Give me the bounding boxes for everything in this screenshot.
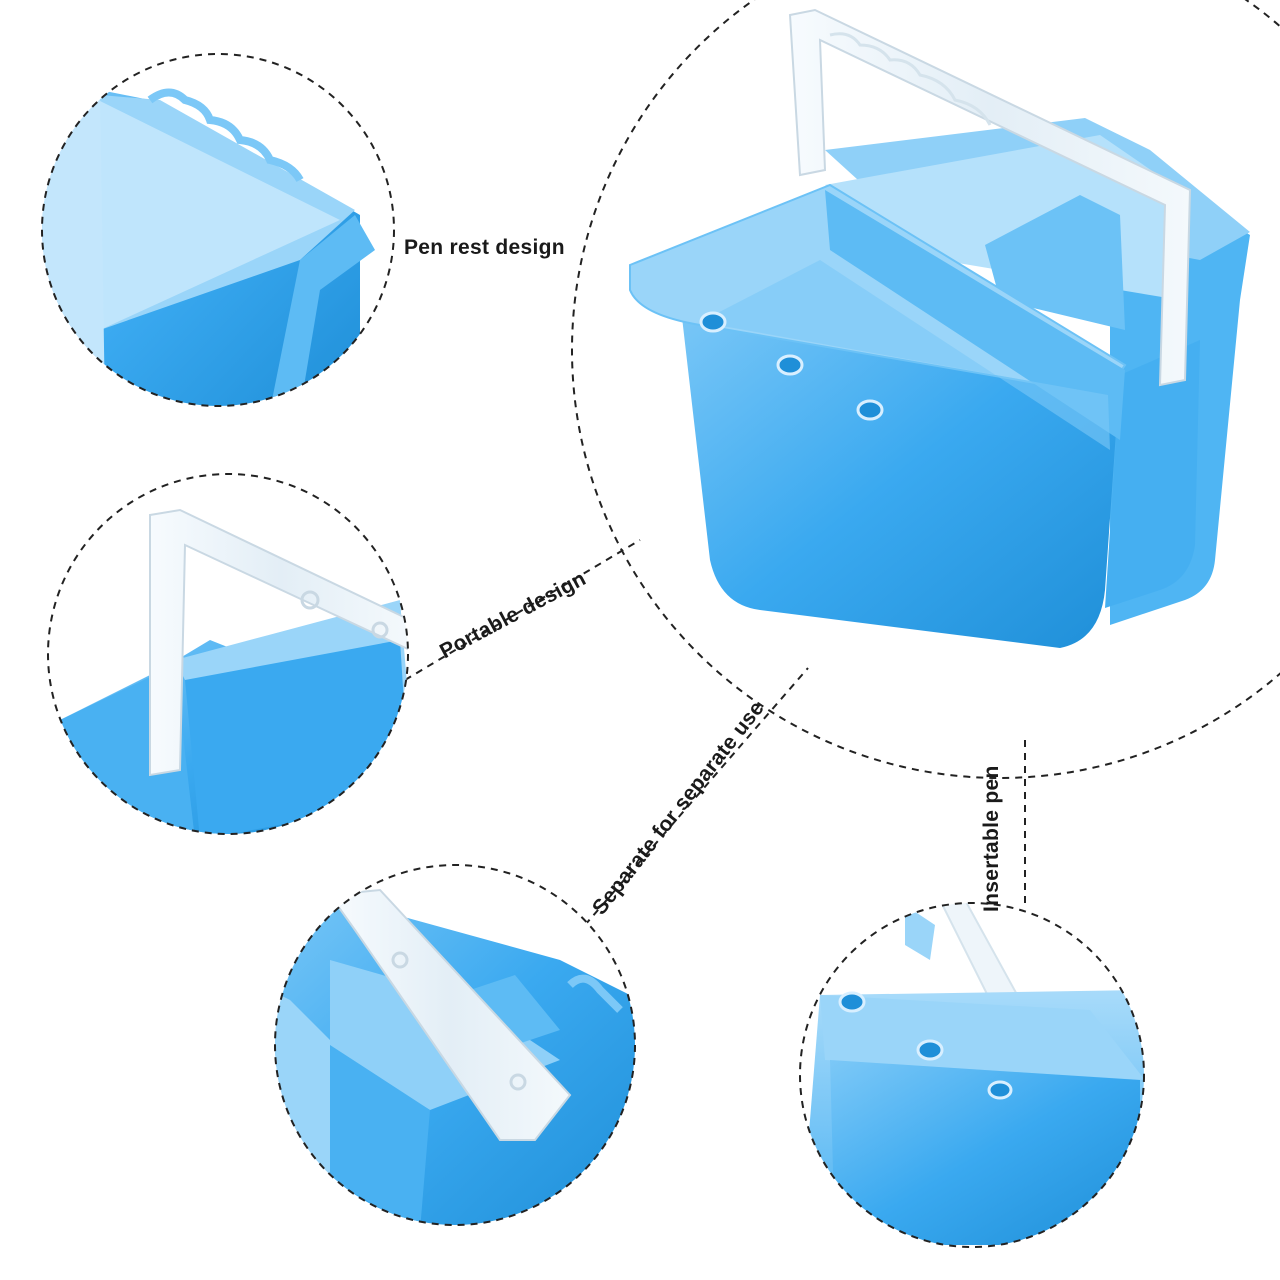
main-dashed-circle [571, 0, 1280, 779]
zoom-detail-pen-rest [41, 53, 395, 407]
label-pen-rest-design: Pen rest design [404, 236, 565, 259]
connector-portable [404, 539, 641, 681]
label-insertable-pen: Insertable pen [980, 765, 1003, 912]
zoom-detail-divider [274, 864, 636, 1226]
zoom-detail-pen-holes [799, 902, 1145, 1248]
connector-separate [584, 667, 809, 926]
paint-bucket-illustration [629, 8, 1250, 648]
zoom-detail-handle [47, 473, 409, 835]
